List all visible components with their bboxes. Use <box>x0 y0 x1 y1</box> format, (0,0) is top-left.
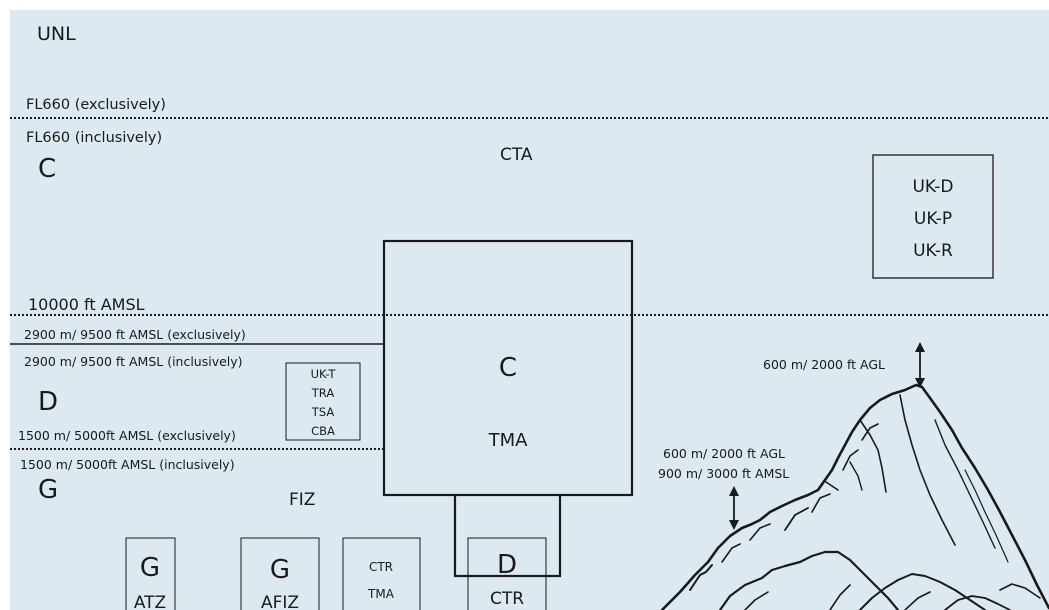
tma-name-label: TMA <box>488 430 529 451</box>
tsa-label: TSA <box>311 405 335 419</box>
uk-d-label: UK-D <box>912 177 953 197</box>
ft10000-label: 10000 ft AMSL <box>28 295 145 314</box>
fl660-inclusive-label: FL660 (inclusively) <box>26 130 162 146</box>
uk-r-label: UK-R <box>913 241 953 261</box>
afiz-class-label: G <box>270 555 290 585</box>
class-g-label: G <box>38 475 58 505</box>
atz-name-label: ATZ <box>134 593 166 610</box>
cta-label: CTA <box>500 145 533 165</box>
ctr-tma-line1: CTR <box>369 560 393 574</box>
atz-class-label: G <box>140 553 160 583</box>
ctr-d-name-label: CTR <box>490 589 524 609</box>
fiz-label: FIZ <box>289 490 315 510</box>
ctr-tma-line2: TMA <box>367 587 395 601</box>
fl660-exclusive-label: FL660 (exclusively) <box>26 97 166 113</box>
mountain-top-agl-label: 600 m/ 2000 ft AGL <box>763 357 885 372</box>
m2900-inclusive-label: 2900 m/ 9500 ft AMSL (inclusively) <box>24 354 243 369</box>
m2900-exclusive-label: 2900 m/ 9500 ft AMSL (exclusively) <box>24 327 246 342</box>
uk-t-label: UK-T <box>311 367 337 381</box>
ctr-d-class-label: D <box>497 550 517 580</box>
m1500-exclusive-label: 1500 m/ 5000ft AMSL (exclusively) <box>18 428 236 443</box>
mountain-side-agl-label: 600 m/ 2000 ft AGL <box>663 446 785 461</box>
m1500-inclusive-label: 1500 m/ 5000ft AMSL (inclusively) <box>20 457 235 472</box>
uk-p-label: UK-P <box>914 209 952 229</box>
class-d-label: D <box>38 387 58 417</box>
cba-label: CBA <box>311 424 335 438</box>
afiz-name-label: AFIZ <box>261 593 299 610</box>
unl-label: UNL <box>37 23 76 45</box>
tma-class-label: C <box>499 353 517 383</box>
mountain-side-amsl-label: 900 m/ 3000 ft AMSL <box>658 466 789 481</box>
tra-label: TRA <box>311 386 335 400</box>
class-c-label: C <box>38 154 56 184</box>
